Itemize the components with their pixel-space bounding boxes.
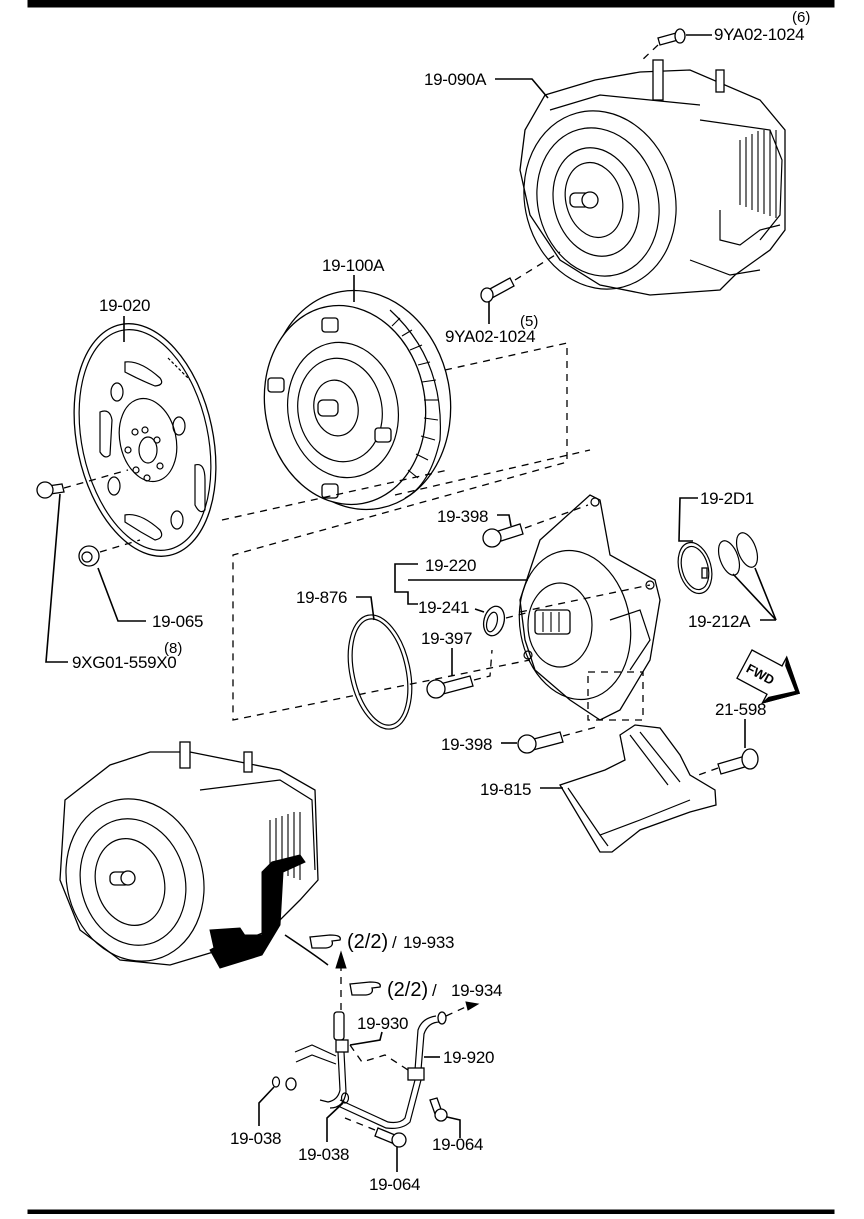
bottom-border-bar xyxy=(27,1209,835,1215)
converter-studs xyxy=(267,317,392,499)
converter-ring-gear xyxy=(389,309,442,499)
label-19-090a: 19-090A xyxy=(424,70,487,89)
bolt-19-064-right[interactable] xyxy=(429,1097,448,1122)
oil-pipe-19-930[interactable] xyxy=(294,1011,349,1109)
label-19-038-left: 19-038 xyxy=(230,1129,281,1148)
label-19-398-upper: 19-398 xyxy=(437,507,488,526)
pipe-leader-curve xyxy=(284,934,329,966)
transaxle-with-pipes-drawing[interactable] xyxy=(48,741,319,977)
label-19-930: 19-930 xyxy=(357,1014,408,1033)
label-19-397: 19-397 xyxy=(421,629,472,648)
oil-strainer-19-815[interactable] xyxy=(559,724,717,853)
label-9ya02-1024-top: 9YA02-1024 xyxy=(714,25,804,44)
label-19-2d1: 19-2D1 xyxy=(700,489,754,508)
transaxle-assembly-drawing[interactable] xyxy=(504,59,786,306)
ref-sep-19-934: / xyxy=(432,981,437,1000)
pointing-hand-icon xyxy=(309,934,341,949)
label-19-020: 19-020 xyxy=(99,296,150,315)
ref-number-19-933: 19-933 xyxy=(403,933,454,952)
label-19-920: 19-920 xyxy=(443,1048,494,1067)
qty-bolt-9xg01: (8) xyxy=(164,640,182,657)
label-9xg01-559x0: 9XG01-559X0 xyxy=(72,653,176,672)
bolt-21-598[interactable] xyxy=(689,748,759,779)
o-ring-19-038-right[interactable] xyxy=(340,1092,350,1104)
qty-bolt-mid: (5) xyxy=(520,313,538,330)
label-19-064-right: 19-064 xyxy=(432,1135,483,1154)
bolt-19-064-bottom[interactable] xyxy=(344,1117,407,1148)
top-border-bar xyxy=(27,0,835,8)
label-19-065: 19-065 xyxy=(152,612,203,631)
bolt-19-398-lower[interactable] xyxy=(517,725,601,754)
cooling-fins xyxy=(739,130,777,218)
label-19-220: 19-220 xyxy=(425,556,476,575)
label-19-100a: 19-100A xyxy=(322,256,385,275)
nut-19-065[interactable] xyxy=(78,539,141,567)
qty-bolt-top: (6) xyxy=(792,9,810,26)
label-19-876: 19-876 xyxy=(296,588,347,607)
o-ring-19-038-left[interactable] xyxy=(271,1076,297,1091)
reference-19-934[interactable]: (2/2) / 19-934 xyxy=(349,979,502,1001)
bolt-9xg01-559x0[interactable] xyxy=(36,469,129,499)
seal-rings-19-212a[interactable] xyxy=(714,530,761,578)
bolt-19-397[interactable] xyxy=(426,649,493,699)
pointing-hand-icon xyxy=(349,981,381,996)
label-9ya02-1024-mid: 9YA02-1024 xyxy=(445,327,535,346)
assembly-guide-line xyxy=(232,342,568,721)
torque-converter-drawing[interactable] xyxy=(249,276,468,524)
label-19-038-right: 19-038 xyxy=(298,1145,349,1164)
ref-number-19-934: 19-934 xyxy=(451,981,502,1000)
pipe-guide-dash xyxy=(349,1044,409,1071)
bolt-9ya02-1024-top[interactable] xyxy=(639,28,686,63)
ref-page-19-934: (2/2) xyxy=(387,979,428,1001)
arrow-up-icon xyxy=(335,950,347,969)
o-ring-19-876[interactable] xyxy=(339,609,422,735)
bolt-19-398-upper[interactable] xyxy=(482,504,589,548)
label-19-212a: 19-212A xyxy=(688,612,751,631)
label-19-815: 19-815 xyxy=(480,780,531,799)
seal-ring-19-2d1[interactable] xyxy=(673,539,717,598)
oil-pipe-19-920[interactable] xyxy=(337,1001,480,1129)
ref-page-19-933: (2/2) xyxy=(347,931,388,953)
drive-plate-drawing[interactable] xyxy=(54,310,236,569)
reference-19-933[interactable]: (2/2) / 19-933 xyxy=(309,931,454,953)
label-21-598: 21-598 xyxy=(715,700,766,719)
fwd-direction-badge: FWD xyxy=(736,649,801,705)
oil-pump-housing-drawing[interactable] xyxy=(508,494,661,721)
ref-sep-19-933: / xyxy=(392,933,397,952)
label-19-241: 19-241 xyxy=(418,598,469,617)
bracket-19-220-19-241 xyxy=(394,563,418,605)
label-19-398-lower: 19-398 xyxy=(441,735,492,754)
bolt-9ya02-1024-mid[interactable] xyxy=(480,251,561,303)
oil-seal-19-241[interactable] xyxy=(480,604,531,638)
label-19-064-bottom: 19-064 xyxy=(369,1175,420,1194)
